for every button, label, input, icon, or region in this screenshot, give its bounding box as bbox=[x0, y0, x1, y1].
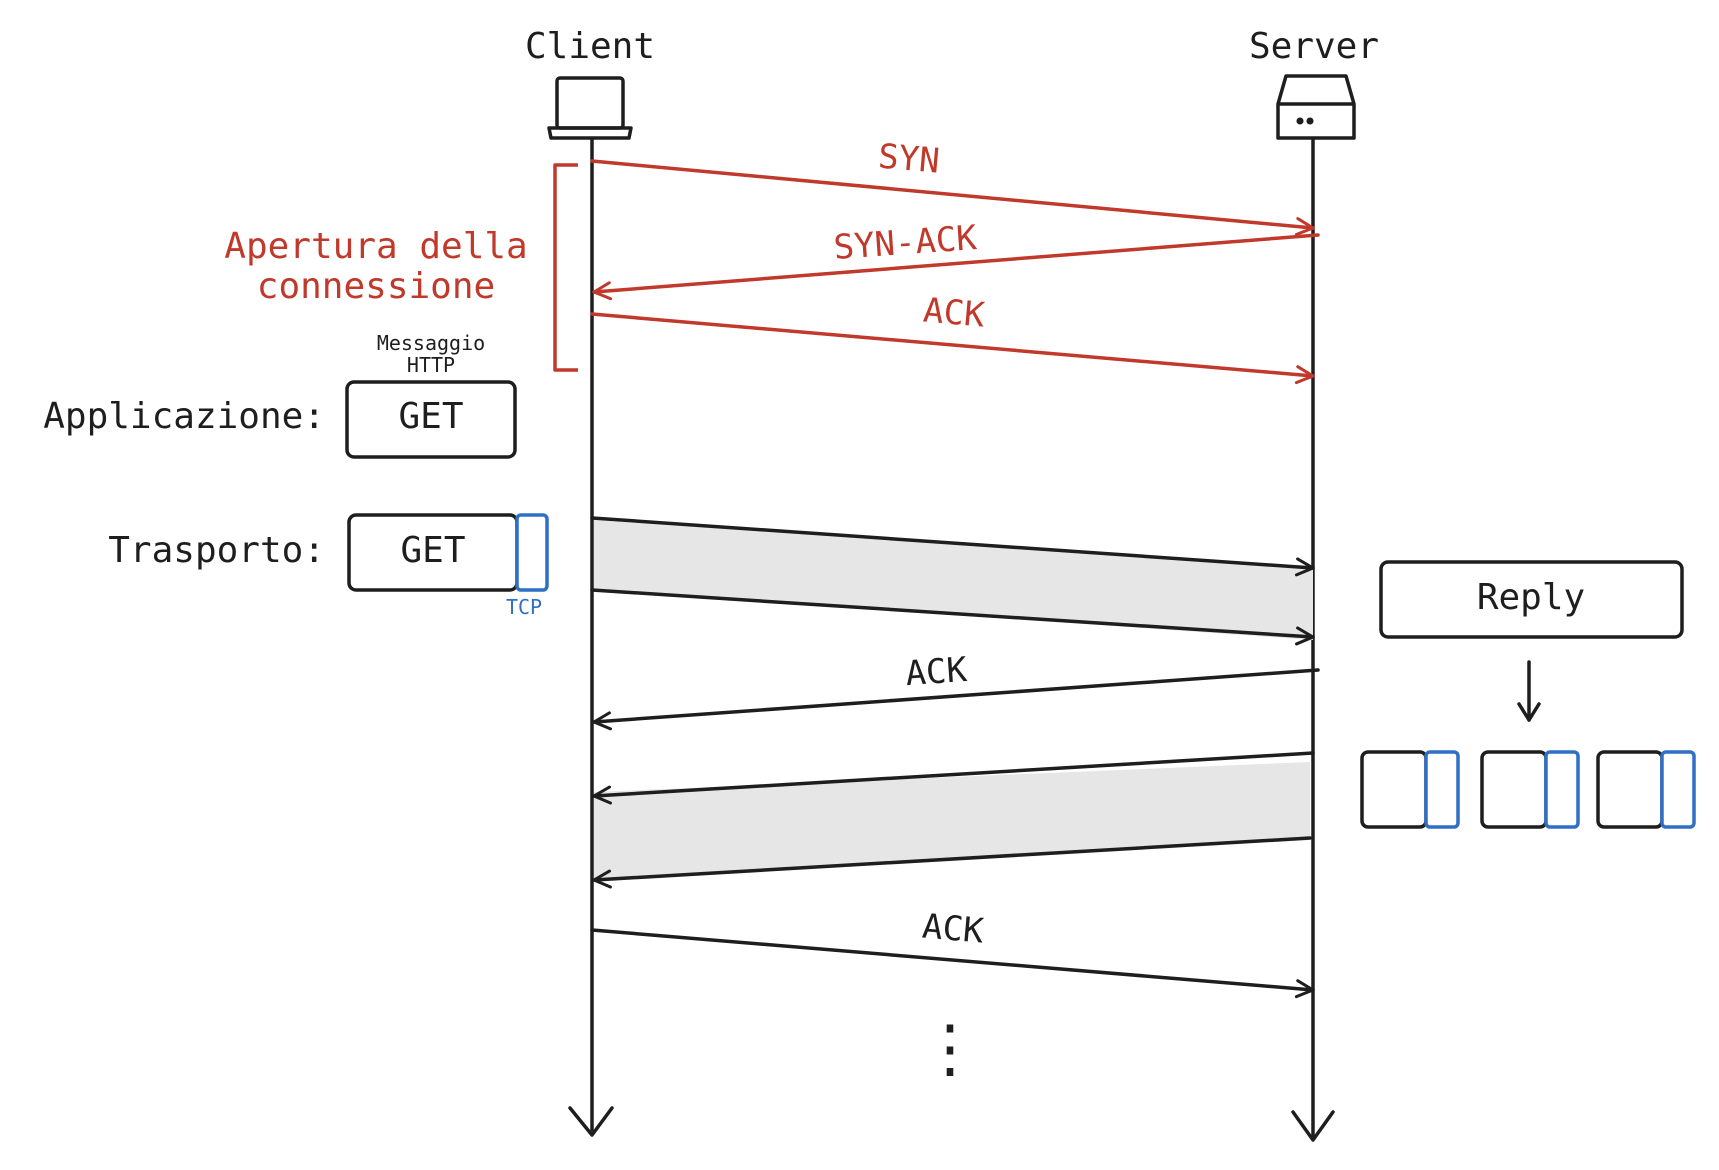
ack-1-label: ACK bbox=[904, 650, 969, 694]
syn-arrow bbox=[590, 159, 1315, 236]
ack-2-label: ACK bbox=[921, 906, 986, 951]
reply-segment-3 bbox=[1596, 750, 1696, 829]
request-segment-bottom-arrow bbox=[590, 588, 1315, 646]
segment-payload bbox=[1596, 750, 1664, 829]
tcp-header bbox=[515, 513, 549, 592]
server-title: Server bbox=[1249, 26, 1379, 67]
segment-payload bbox=[1480, 750, 1548, 829]
application-layer-label: Applicazione: bbox=[43, 396, 325, 437]
syn-ack-label: SYN-ACK bbox=[832, 218, 978, 268]
laptop-icon bbox=[547, 76, 633, 140]
syn-ack-arrow bbox=[592, 233, 1320, 301]
request-segment-top-arrow bbox=[590, 516, 1315, 577]
handshake-ack-arrow bbox=[590, 312, 1315, 385]
client-lifeline-arrowhead bbox=[568, 1106, 614, 1137]
application-packet bbox=[345, 380, 517, 459]
segment-payload bbox=[1360, 750, 1428, 829]
message-caption-line1: Messaggio bbox=[377, 331, 485, 355]
segment-tcp-header bbox=[1424, 750, 1460, 829]
handshake-ack-label: ACK bbox=[922, 290, 987, 335]
message-caption-line2: HTTP bbox=[407, 353, 455, 377]
handshake-label-line1: Apertura della bbox=[224, 226, 527, 267]
transport-packet-label: GET bbox=[400, 530, 465, 571]
ack-1-arrow bbox=[592, 668, 1320, 731]
request-segment-band bbox=[594, 520, 1313, 640]
server-icon bbox=[1276, 74, 1356, 140]
reply-segment-bottom-arrow bbox=[592, 836, 1312, 889]
reply-segment-1 bbox=[1360, 750, 1460, 829]
server-lifeline-arrowhead bbox=[1291, 1110, 1335, 1142]
application-packet-label: GET bbox=[398, 396, 463, 437]
reply-label: Reply bbox=[1477, 577, 1585, 618]
ack-2-arrow bbox=[590, 928, 1315, 999]
segment-tcp-header bbox=[1544, 750, 1580, 829]
client-title: Client bbox=[525, 26, 655, 67]
continuation-ellipsis: ⋮ bbox=[918, 1012, 982, 1086]
reply-segment-top-arrow bbox=[592, 751, 1315, 805]
transport-layer-label: Trasporto: bbox=[108, 530, 325, 571]
segmentation-arrowhead bbox=[1517, 702, 1541, 722]
segment-tcp-header bbox=[1660, 750, 1696, 829]
reply-message bbox=[1379, 560, 1684, 639]
handshake-bracket bbox=[553, 163, 578, 372]
syn-label: SYN bbox=[877, 136, 942, 181]
reply-segment-2 bbox=[1480, 750, 1580, 829]
reply-segment-band bbox=[594, 762, 1310, 882]
tcp-label: TCP bbox=[506, 595, 542, 619]
handshake-label-line2: connessione bbox=[257, 266, 495, 307]
